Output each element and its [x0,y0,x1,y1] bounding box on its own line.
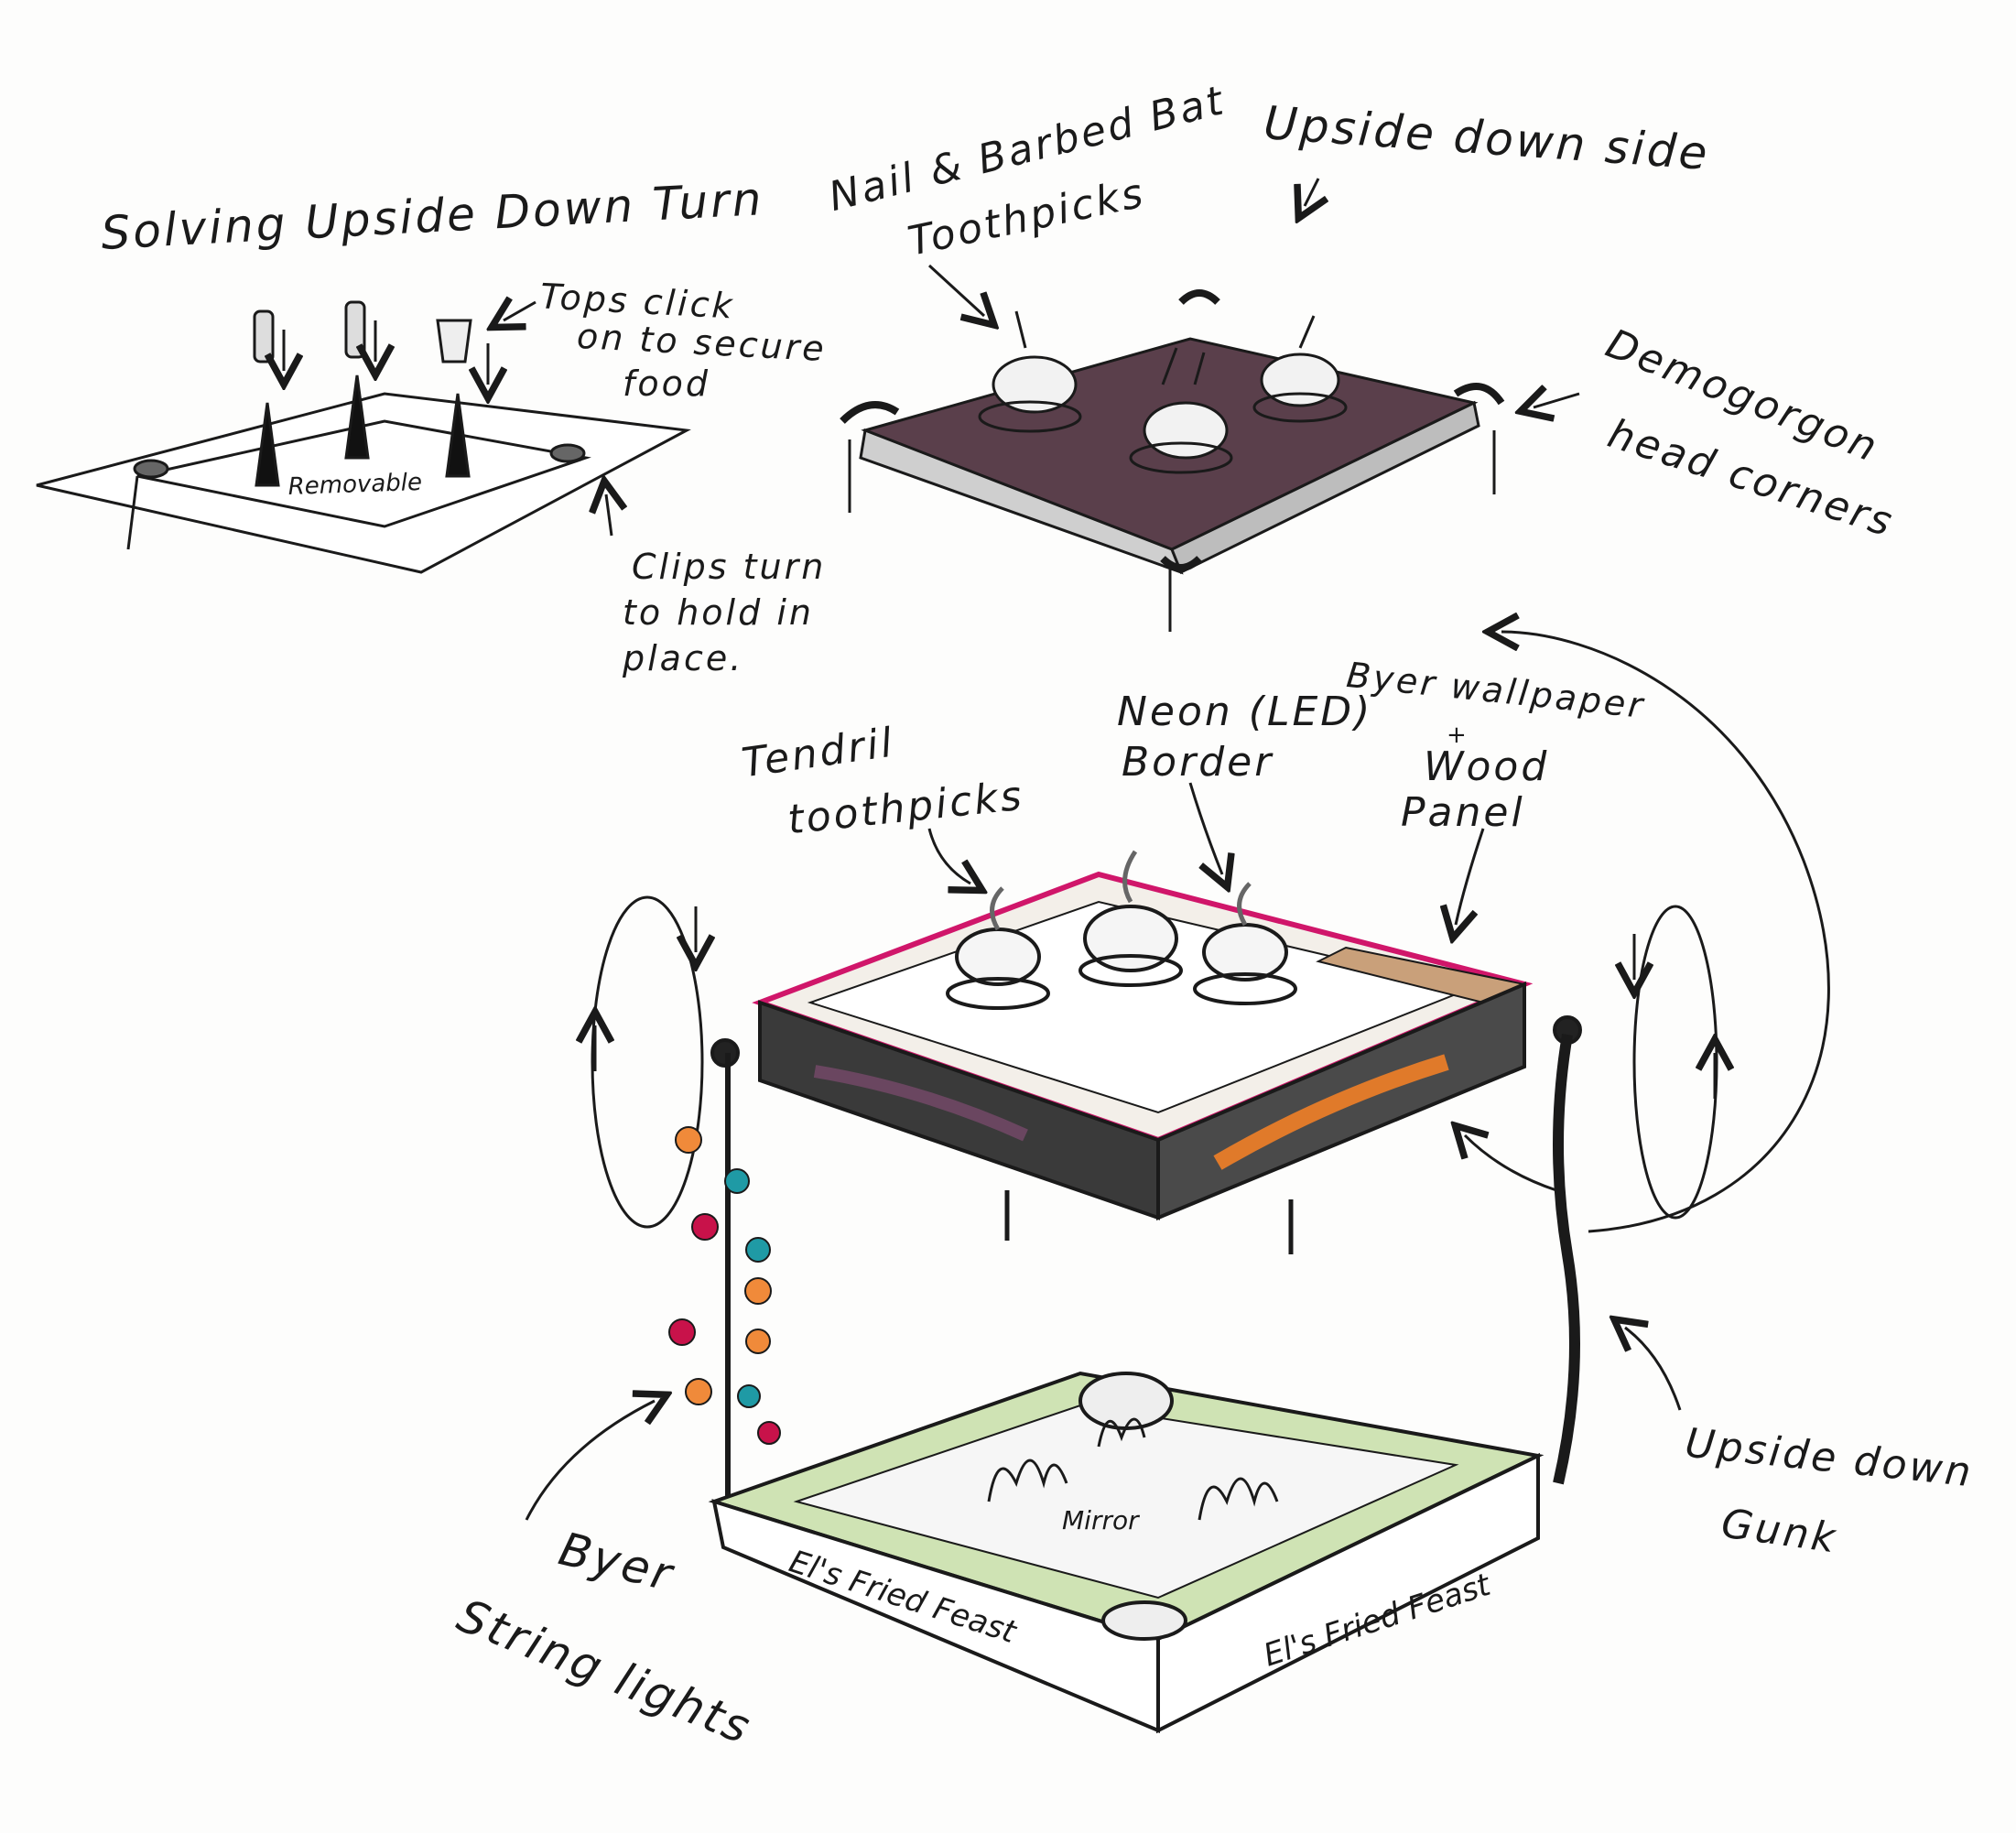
upside-down-tray-sketch [840,178,1580,632]
note-neon-1: Neon (LED) [1117,689,1373,735]
note-clips-1: Clips turn [632,547,827,587]
removable-tray-sketch [36,302,691,574]
note-tops-click-3: food [623,363,710,404]
support-posts [725,1034,1580,1502]
pointer-arrows [525,782,1682,1521]
note-neon-2: Border [1122,739,1274,786]
rotation-arrows [592,632,1830,1233]
upper-tray-sketch [710,850,1582,1254]
string-lights [668,1126,781,1445]
mirror-label: Mirror [1062,1505,1140,1535]
base-tray-sketch [708,1371,1545,1734]
note-byer-wall-2: + [1447,721,1468,749]
note-byer-wall-3: Wood [1424,743,1550,790]
note-clips-2: to hold in [623,592,814,633]
note-clips-3: place. [623,638,744,678]
note-byer-wall-4: Panel [1401,789,1525,836]
removable-label: Removable [287,469,422,501]
